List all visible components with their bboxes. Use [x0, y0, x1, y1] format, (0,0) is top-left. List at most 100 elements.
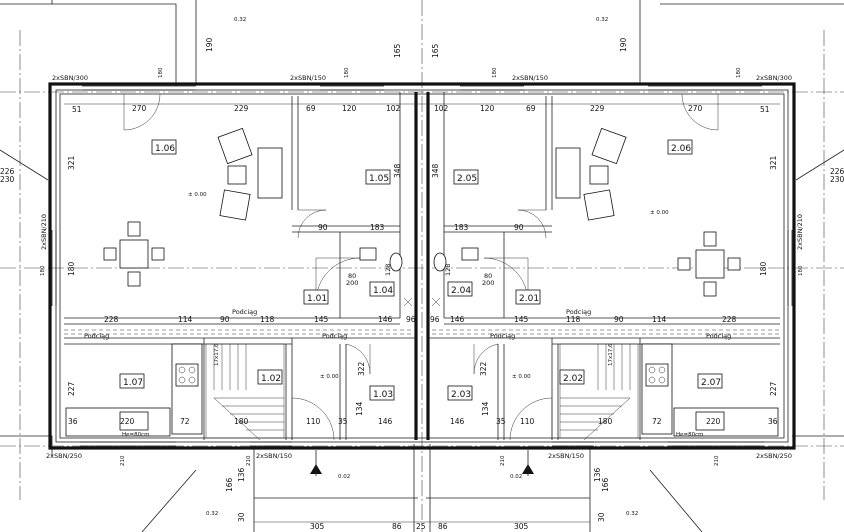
beam-label-2: Podciąg: [232, 308, 257, 316]
dim-270: 270: [132, 104, 147, 113]
dim-118-r: 118: [566, 315, 581, 324]
dim-90-r: 90: [514, 223, 524, 232]
dim-90: 90: [318, 223, 328, 232]
level-032-c: 0.32: [206, 511, 218, 517]
dim-30-r: 30: [597, 512, 606, 522]
level-032-b: 0.32: [596, 17, 608, 23]
dim-220-r: 220: [706, 417, 721, 426]
dim-166-r: 166: [601, 477, 610, 492]
bottom-dimensions: 305 86 25 86 305 166 166 136 136 30 30: [225, 467, 610, 531]
dim-180: 180: [67, 261, 76, 276]
lower-dimensions: 227 227 322 322 134 134 110 110 35 35 14…: [67, 361, 778, 426]
dim-120-r: 120: [480, 104, 495, 113]
dim-230-r: 230: [830, 175, 844, 184]
room-1-07: 1.07: [123, 378, 143, 388]
dim-229: 229: [234, 104, 249, 113]
dim-69: 69: [306, 104, 316, 113]
dim-146-r: 146: [450, 315, 465, 324]
window-label-300-r: 2xSBN/300: [756, 74, 792, 82]
dim-80: 80: [348, 272, 356, 280]
dim-145: 145: [314, 315, 329, 324]
bathroom-fixtures: [359, 247, 479, 307]
dim-86: 86: [392, 522, 402, 531]
dim-321-r: 321: [769, 155, 778, 170]
dim-230: 230: [0, 175, 15, 184]
dim-180-low-r: 180: [598, 417, 613, 426]
dim-96: 96: [406, 315, 416, 324]
window-label-210: 2xSBN/210: [40, 214, 48, 250]
dim-35-r: 35: [496, 417, 506, 426]
side-dimensions: 190 190 165 165 226 226 230 230: [0, 37, 844, 184]
dim-86-r: 86: [438, 522, 448, 531]
sill-height-label-r: He=80cm: [676, 432, 704, 438]
dim-270-r: 270: [688, 104, 703, 113]
row-dimensions: 228 114 90 118 145 146 96 96 146 145 118…: [104, 315, 737, 324]
room-2-04: 2.04: [451, 286, 471, 296]
room-1-05: 1.05: [369, 174, 389, 184]
level-000-a: ± 0.00: [188, 192, 207, 198]
beam-label-6: Podciąg: [706, 332, 731, 340]
dim-228-r: 228: [722, 315, 737, 324]
entrance-markers: [310, 450, 534, 476]
room-1-01: 1.01: [307, 294, 327, 304]
dim-90-row-r: 90: [614, 315, 624, 324]
dim-229-r: 229: [590, 104, 605, 113]
stairs-label: 17x17,6: [214, 343, 220, 366]
window-labels: 2xSBN/300 2xSBN/150 2xSBN/150 2xSBN/300 …: [40, 67, 804, 466]
room-2-06: 2.06: [671, 144, 691, 154]
level-032-d: 0.32: [626, 511, 638, 517]
dim-80-r: 80: [484, 272, 492, 280]
level-000-d: ± 0.00: [512, 374, 531, 380]
dim-118: 118: [260, 315, 275, 324]
dim-110-r: 110: [520, 417, 535, 426]
window-label-250-r: 2xSBN/250: [756, 452, 792, 460]
dim-36-r: 36: [768, 417, 778, 426]
dim-183: 183: [370, 223, 385, 232]
dim-145-r: 145: [514, 315, 529, 324]
room-2-02: 2.02: [563, 374, 583, 384]
room-1-03: 1.03: [373, 390, 393, 400]
dim-134: 134: [355, 401, 364, 416]
annotations: Podciąg Podciąg Podciąg Podciąg Podciąg …: [84, 17, 731, 517]
dim-322-r: 322: [479, 361, 488, 376]
dim-51-r: 51: [760, 105, 770, 114]
dim-305: 305: [310, 522, 325, 531]
dim-146-low: 146: [378, 417, 393, 426]
dim-25: 25: [416, 522, 426, 531]
dim-69-r: 69: [526, 104, 536, 113]
dim-110: 110: [306, 417, 321, 426]
dim-72-r: 72: [652, 417, 662, 426]
level-032-a: 0.32: [234, 17, 246, 23]
dim-146: 146: [378, 315, 393, 324]
window-label-210-r: 2xSBN/210: [796, 214, 804, 250]
window-label-150-r: 2xSBN/150: [512, 74, 548, 82]
dim-165-r: 165: [431, 43, 440, 58]
level-000-c: ± 0.00: [320, 374, 339, 380]
dim-114: 114: [178, 315, 193, 324]
furniture: [103, 127, 741, 297]
beam-label-1: Podciąg: [84, 332, 109, 340]
kitchens: [65, 343, 779, 437]
dim-146-low-r: 146: [450, 417, 465, 426]
middle-dimensions: 183 183 90 90 348 348 321 321 180 180 80…: [67, 155, 778, 287]
room-numbers: 1.06 1.05 2.05 2.06 1.01 1.04 2.04 2.01 …: [123, 144, 721, 400]
dim-226-r: 226: [830, 167, 844, 176]
windows: [51, 85, 793, 447]
dim-305-r: 305: [514, 522, 529, 531]
stairs: [205, 343, 639, 439]
beam-label-3: Podciąg: [322, 332, 347, 340]
level-002-a: 0.02: [338, 474, 350, 480]
dim-200-r: 200: [482, 279, 494, 287]
dim-51: 51: [72, 105, 82, 114]
window-label-250: 2xSBN/250: [46, 452, 82, 460]
dim-136-r: 136: [593, 467, 602, 482]
dim-348: 348: [393, 163, 402, 178]
window-height-180-d: 180: [736, 67, 742, 78]
beam-label-5: Podciąg: [566, 308, 591, 316]
room-2-07: 2.07: [701, 378, 721, 388]
dim-136: 136: [237, 467, 246, 482]
window-height-180-e: 180: [40, 265, 46, 276]
stairs-label-r: 17x17,6: [608, 343, 614, 366]
